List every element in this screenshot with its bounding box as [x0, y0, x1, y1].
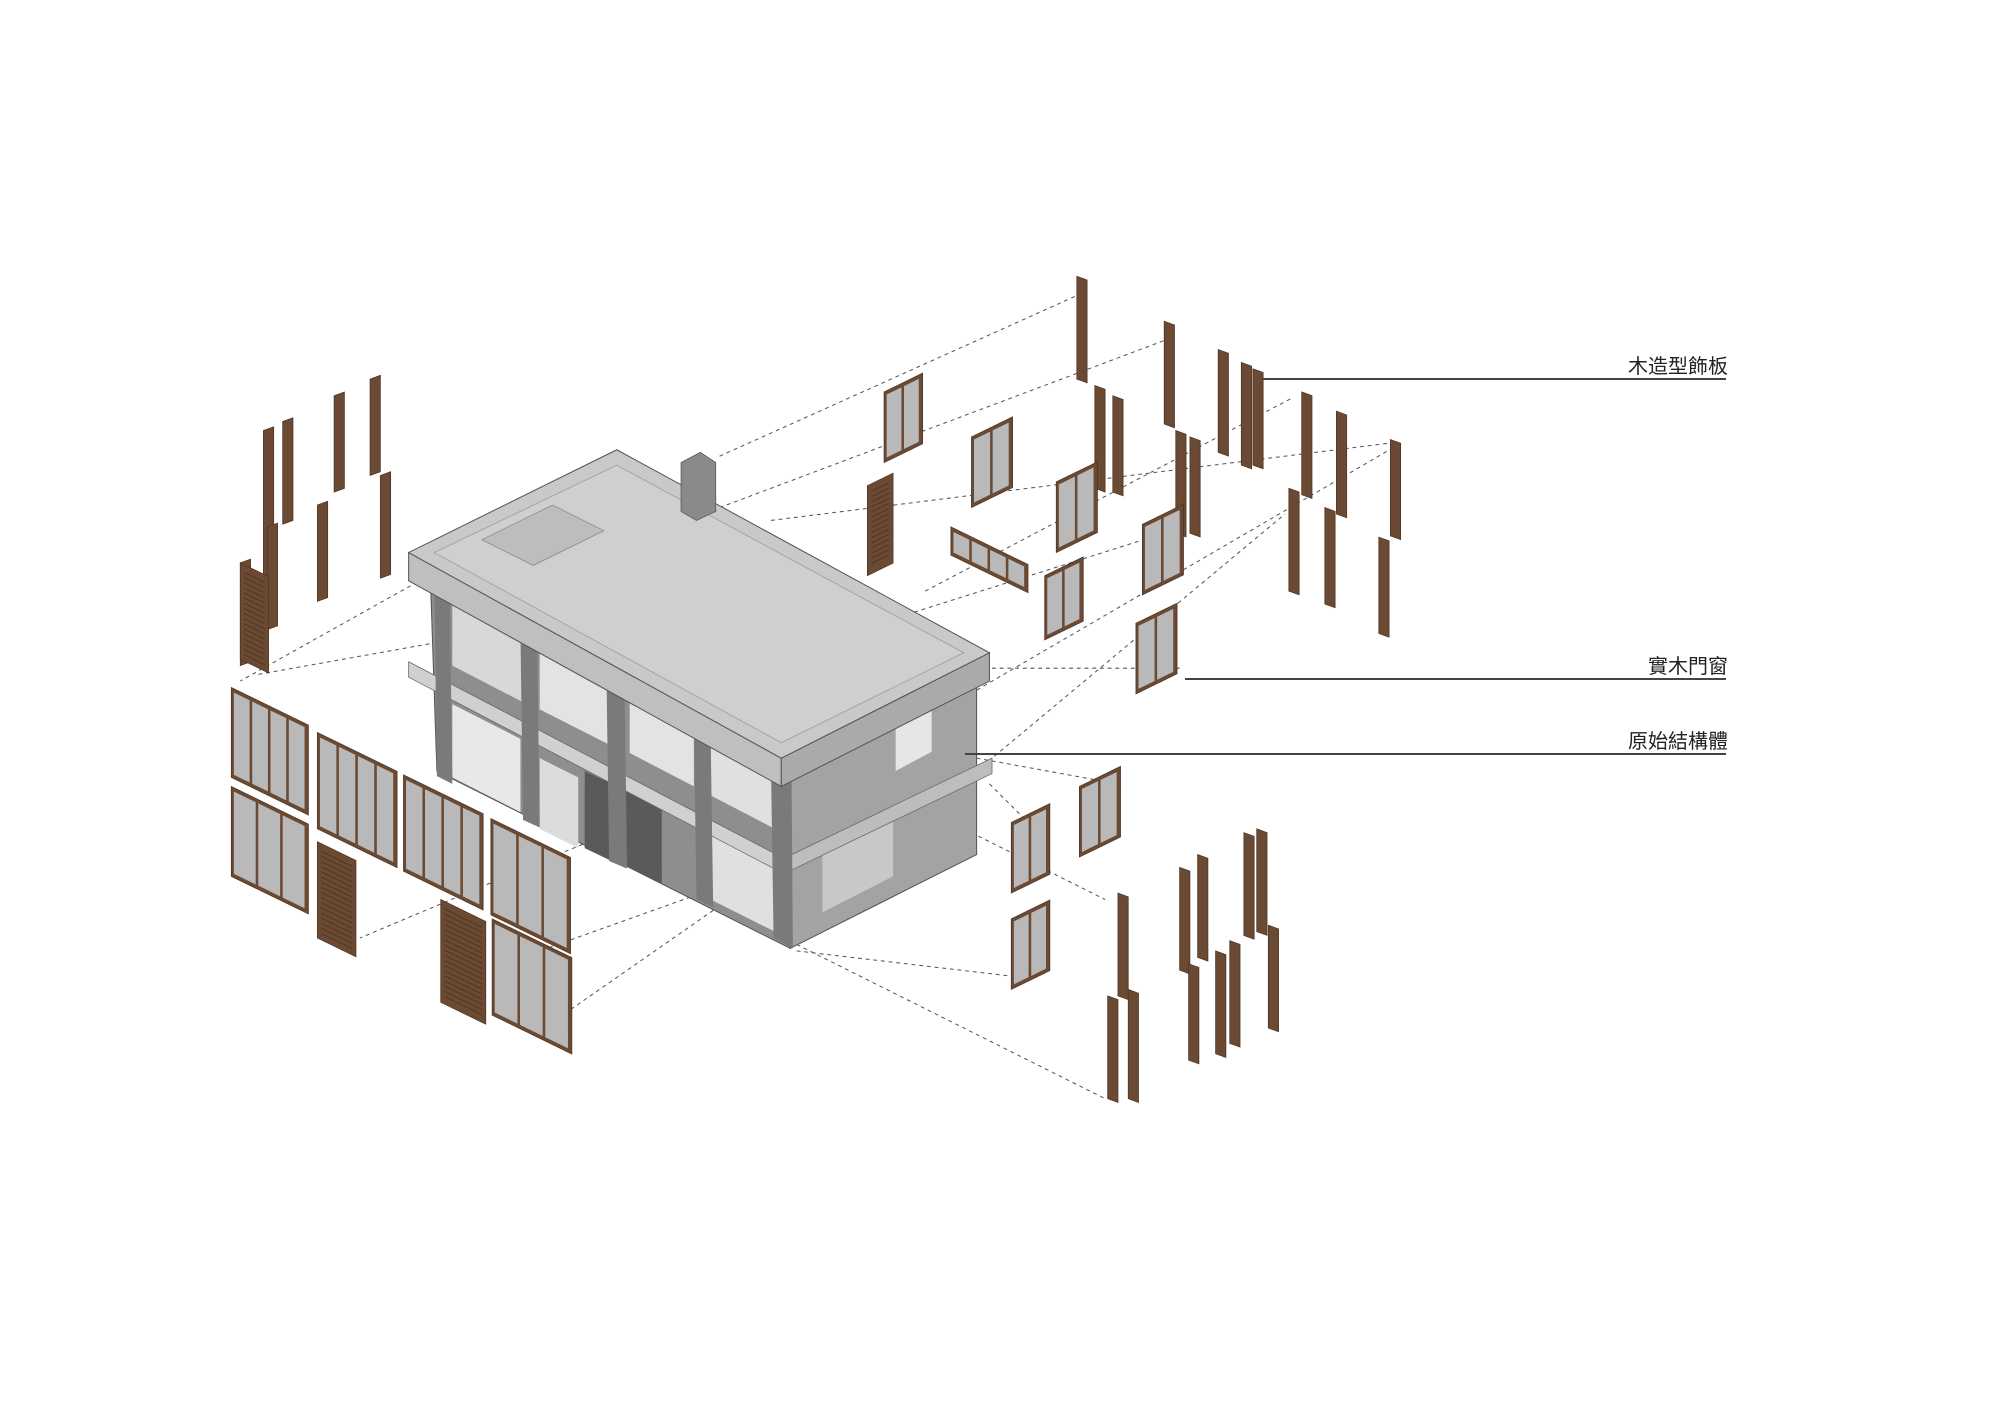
wood-panel: [317, 500, 329, 602]
dashed-line: [796, 950, 1016, 978]
opening: [822, 812, 894, 913]
wood-louvered-door: [317, 841, 357, 958]
wood-panel: [333, 391, 345, 493]
wood-panel: [1163, 320, 1175, 429]
wood-louvered-door: [866, 472, 894, 577]
opening: [452, 603, 527, 705]
dashed-line: [969, 442, 1401, 695]
dashed-line: [976, 513, 1286, 772]
wood-window: [1055, 461, 1098, 554]
wood-panel: [1256, 828, 1268, 936]
wood-window: [1010, 899, 1051, 991]
wood-panel: [1117, 892, 1129, 1001]
opening: [539, 758, 579, 849]
wood-window: [1079, 765, 1121, 858]
column: [693, 724, 714, 908]
wood-window: [491, 918, 573, 1055]
column: [606, 678, 628, 869]
wood-panel: [1243, 832, 1255, 940]
column: [434, 584, 453, 784]
wood-panel: [1252, 368, 1264, 470]
wood-panel: [1229, 940, 1241, 1048]
chimney: [680, 451, 717, 521]
wood-panel: [1179, 866, 1191, 975]
leader-line-wood-panels: [1262, 378, 1726, 380]
column: [771, 768, 793, 949]
dashed-line: [719, 340, 1165, 509]
wood-panel: [1215, 950, 1227, 1058]
label-original-structure: 原始結構體: [1628, 729, 1728, 753]
wood-panel: [1378, 536, 1390, 638]
wood-panel: [1301, 391, 1313, 499]
wood-panel: [1076, 275, 1088, 384]
label-wood-panels: 木造型飾板: [1628, 354, 1728, 378]
wood-panel: [282, 417, 294, 525]
wood-panel: [379, 471, 392, 579]
dashed-line: [976, 757, 1119, 785]
column: [520, 632, 540, 828]
wood-panel: [1336, 410, 1348, 519]
dashed-line: [796, 944, 1106, 1100]
dashed-line: [571, 905, 720, 1010]
wood-window: [883, 372, 924, 464]
wood-louvered-door: [440, 898, 487, 1025]
leader-line-doors-windows: [1185, 678, 1726, 680]
wood-panel: [1188, 963, 1200, 1065]
wood-window: [230, 686, 309, 816]
wood-panel: [1389, 438, 1402, 541]
wood-panel: [1127, 988, 1139, 1103]
wood-panel: [1107, 995, 1119, 1103]
wood-panel: [1217, 348, 1229, 457]
dashed-line: [719, 295, 1078, 457]
wood-elements: [230, 275, 1402, 1103]
opening: [452, 704, 521, 813]
wood-window: [971, 416, 1013, 509]
opening: [629, 696, 694, 787]
leader-line-original-structure: [965, 753, 1726, 755]
wood-window: [950, 526, 1029, 594]
opening: [539, 648, 611, 746]
dashed-line: [989, 783, 1029, 823]
wood-panel: [1112, 395, 1124, 497]
wood-panel: [1288, 487, 1300, 596]
label-wood-doors-windows: 實木門窗: [1648, 654, 1728, 678]
wood-panel: [1189, 436, 1201, 538]
wood-window: [490, 817, 571, 955]
wood-window: [403, 774, 484, 911]
wood-window: [230, 785, 309, 915]
wood-window: [1141, 503, 1184, 596]
wood-louvered-door: [239, 562, 269, 674]
wood-panel: [1240, 361, 1252, 470]
wood-window: [317, 731, 398, 869]
wood-window: [1044, 556, 1084, 641]
wood-window: [1135, 602, 1178, 695]
door-opening: [625, 788, 662, 885]
opening: [710, 738, 775, 829]
wood-panel: [1324, 507, 1336, 609]
original-structure-building: [407, 449, 993, 950]
wood-panel: [1197, 853, 1209, 962]
wood-panel: [1267, 924, 1279, 1033]
wood-panel: [369, 374, 381, 476]
wood-window: [1010, 803, 1051, 894]
roof-hatch: [481, 504, 605, 566]
